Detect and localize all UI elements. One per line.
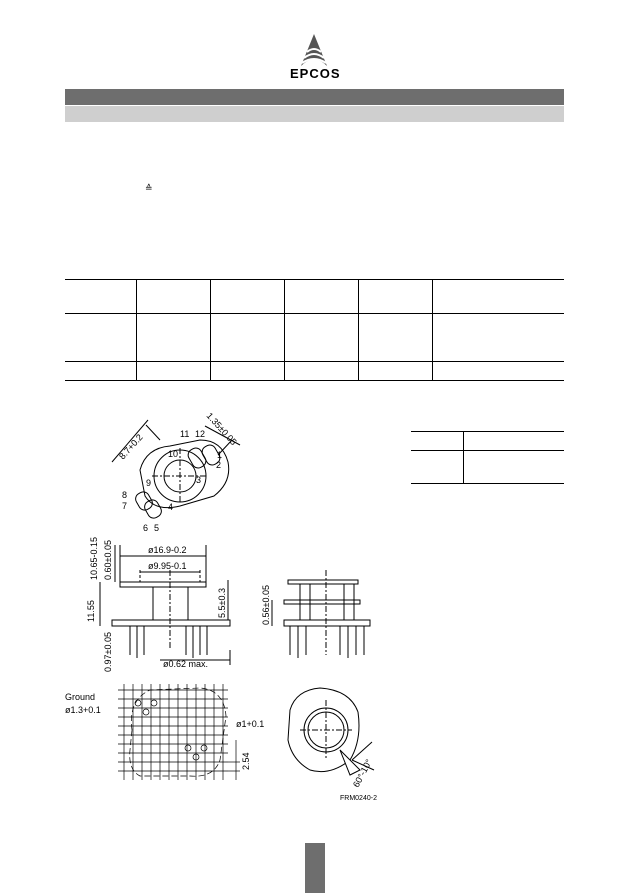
pin-10: 10 [168,449,178,459]
pin-1: 1 [217,450,222,460]
page-number-tab [305,843,325,893]
drawing-code: FRM0240-2 [340,795,377,802]
ground-diameter: ø1.3+0.1 [65,705,101,715]
dim-h-pin: 5.5±0.3 [217,588,227,618]
pin-8: 8 [122,490,127,500]
dim-d-inner: ø9.95-0.1 [148,561,187,571]
dim-h-base: 0.97±0.05 [103,632,113,672]
top-view-drawing [111,419,241,519]
epcos-logo [282,30,346,80]
pin-4: 4 [168,502,173,512]
pcb-layout-grid [118,684,240,780]
logo-triangle-icon [300,34,328,68]
grid-pitch: 2.54 [241,752,251,770]
perspective-view [287,687,375,776]
equivalence-symbol: ≙ [145,183,153,193]
pin-3: 3 [196,475,201,485]
pin-11: 11 [180,429,189,439]
brand-name: EPCOS [290,66,341,81]
side-view-right [271,570,371,658]
dim-top-1: 8.7+0.2 [117,432,145,461]
ground-label: Ground [65,692,95,702]
hole-diameter: ø1+0.1 [236,719,264,729]
dim-pin-d: ø0.62 max. [163,659,208,669]
pin-12: 12 [195,429,205,439]
header-bar-light [65,106,564,122]
dim-h-flange: 0.60±0.05 [103,540,113,580]
dim-h-body: 11.55 [86,600,96,622]
dim-side2-h: 0.56±0.05 [261,585,271,625]
side-view-left [99,545,231,665]
pin-5: 5 [154,523,159,533]
pin-7: 7 [122,501,127,511]
pin-9: 9 [146,478,151,488]
pin-6: 6 [143,523,148,533]
pin-2: 2 [216,460,221,470]
header-bar-dark [65,89,564,105]
dim-d-outer: ø16.9-0.2 [148,545,187,555]
dim-h-total: 10.65-0.15 [89,537,99,580]
